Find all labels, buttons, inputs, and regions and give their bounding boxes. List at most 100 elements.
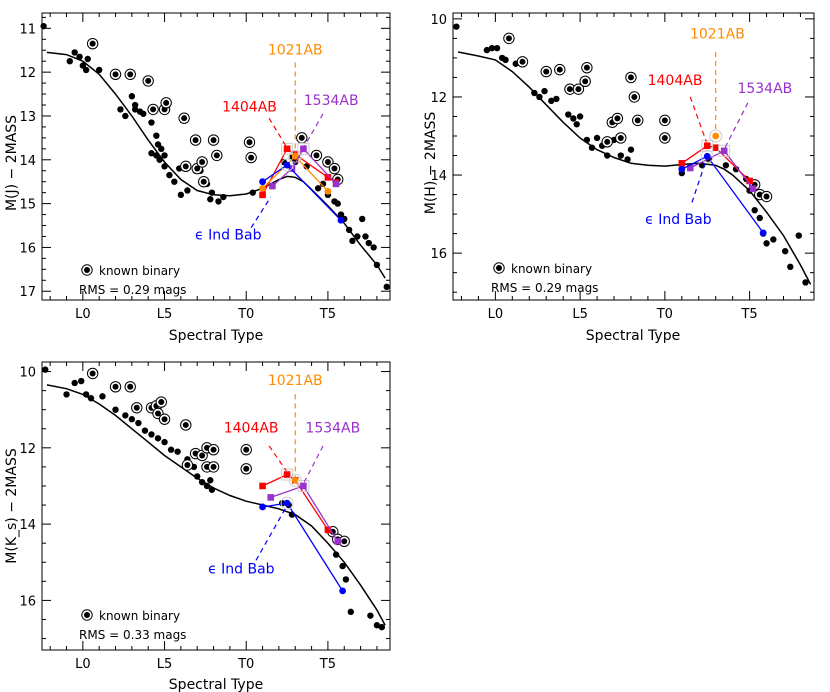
binary-point-ks <box>158 399 165 406</box>
field-point-j <box>220 193 227 201</box>
field-point-ks <box>161 438 168 446</box>
field-point-j <box>154 141 162 148</box>
binary-point-j <box>112 71 119 78</box>
x-tick-label-h-t5: T5 <box>740 307 757 322</box>
field-point-j <box>362 233 369 240</box>
y-tick-label-h-14: 14 <box>430 169 447 184</box>
series-point-ks-ind-bab <box>283 499 291 507</box>
series-point-j-1404ab <box>259 191 266 199</box>
field-point-ks <box>367 612 374 619</box>
annotation-label-ks-ind-bab: ϵ Ind Bab <box>208 562 275 578</box>
annotation-label-j-ind-bab: ϵ Ind Bab <box>195 228 262 244</box>
panel-ks: M(K_s) − 2MASS Spectral Type known binar… <box>4 361 391 692</box>
field-point-ks <box>339 562 346 570</box>
series-point-h-1534ab <box>720 147 728 155</box>
annotation-label-h-1021ab: 1021AB <box>690 26 745 42</box>
field-point-ks <box>42 366 49 373</box>
field-point-j <box>158 145 165 153</box>
plot-frame-h <box>452 12 815 301</box>
binary-point-h <box>604 138 611 145</box>
annotation-label-h-ind-bab: ϵ Ind Bab <box>645 212 712 228</box>
field-point-j <box>354 233 361 240</box>
field-point-h <box>488 44 496 52</box>
series-point-j-1534ab <box>300 145 307 153</box>
x-axis-label-ks: Spectral Type <box>169 677 263 692</box>
field-point-ks <box>194 473 201 480</box>
binary-point-j <box>192 137 199 144</box>
series-point-j-1534ab <box>332 180 340 188</box>
binary-point-j <box>194 165 201 172</box>
field-point-j <box>337 211 345 218</box>
field-point-h <box>576 113 584 120</box>
field-point-h <box>553 95 560 103</box>
field-point-ks <box>154 435 162 442</box>
x-tick-label-h-t0: T0 <box>656 307 673 322</box>
field-point-j <box>383 283 390 291</box>
field-point-j <box>66 57 73 65</box>
binary-point-j <box>181 115 188 122</box>
x-tick-label-ks-l5: L5 <box>157 657 173 672</box>
field-point-j <box>349 237 356 245</box>
field-point-h <box>573 121 580 128</box>
series-highlight-ks-1534ab <box>297 479 310 492</box>
x-tick-label-j-l5: L5 <box>157 307 173 322</box>
field-point-h <box>502 56 509 64</box>
field-point-h <box>756 214 763 222</box>
y-tick-label-h-16: 16 <box>430 247 447 262</box>
y-tick-label-ks-16: 16 <box>19 594 36 609</box>
field-point-h <box>751 206 758 214</box>
series-highlight-h-1404ab <box>701 139 714 152</box>
field-point-ks <box>332 551 340 558</box>
binary-point-h <box>575 86 582 93</box>
field-point-h <box>541 87 548 95</box>
field-point-h <box>722 162 730 169</box>
annotation-label-ks-1534ab: 1534AB <box>305 421 360 437</box>
field-point-h <box>570 115 577 122</box>
field-point-h <box>763 240 770 247</box>
legend-dot-j <box>84 267 90 273</box>
field-point-ks <box>378 623 386 631</box>
binary-point-h <box>631 93 638 100</box>
y-axis-label-h: M(H) − 2MASS <box>423 112 439 215</box>
x-tick-label-j-t5: T5 <box>319 307 336 322</box>
x-tick-label-ks-t5: T5 <box>319 657 336 672</box>
field-point-j <box>153 132 160 139</box>
field-point-ks <box>208 486 216 493</box>
field-point-h <box>588 144 596 151</box>
series-point-ks-1534ab <box>300 482 307 490</box>
y-tick-label-h-12: 12 <box>430 91 447 106</box>
binary-point-h <box>505 35 512 42</box>
field-point-ks <box>347 608 354 616</box>
annotation-label-j-1021ab: 1021AB <box>268 43 323 59</box>
binary-point-j <box>127 71 134 78</box>
field-point-j <box>215 198 222 205</box>
series-point-h-ind-bab <box>759 229 767 237</box>
y-tick-label-j-15: 15 <box>19 198 36 213</box>
series-line-h-1404ab <box>681 145 751 182</box>
field-point-ks <box>141 427 149 434</box>
legend-dot-ks <box>84 612 90 618</box>
field-point-j <box>128 93 136 100</box>
panel-j: M(J) − 2MASS Spectral Type known binary … <box>4 12 391 344</box>
series-point-ks-1021ab <box>291 476 299 484</box>
annotation-leader-ks-ind-bab <box>255 506 287 561</box>
binary-point-h <box>566 86 573 93</box>
field-point-h <box>493 44 501 52</box>
field-point-ks <box>167 446 175 453</box>
rms-label-ks: RMS = 0.33 mags <box>79 628 186 642</box>
field-point-ks <box>63 391 70 398</box>
series-point-h-1404ab <box>678 160 686 167</box>
field-point-j <box>161 152 168 159</box>
annotation-leader-ks-1534ab <box>303 445 324 483</box>
field-point-h <box>795 232 802 239</box>
annotation-leader-h-ind-bab <box>691 159 707 203</box>
plot-frame-j <box>41 12 391 301</box>
field-point-j <box>249 189 256 196</box>
field-point-h <box>536 93 543 101</box>
binary-point-ks <box>182 421 189 428</box>
field-point-ks <box>135 419 142 427</box>
annotation-label-h-1534ab: 1534AB <box>737 81 792 97</box>
series-point-j-ind-bab <box>259 178 266 186</box>
field-point-h <box>787 263 794 271</box>
plot-frame-ks <box>41 361 391 651</box>
